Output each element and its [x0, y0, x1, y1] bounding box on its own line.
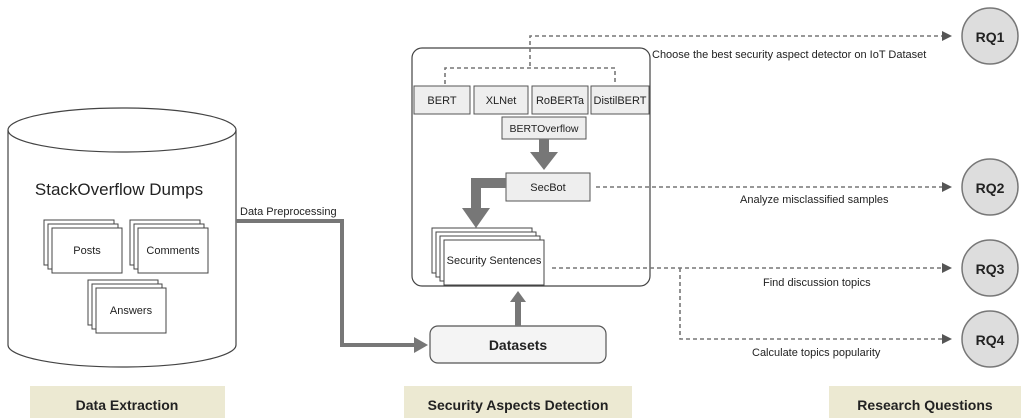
datasets-to-panel-arrow: [510, 291, 526, 326]
rq1-link: [529, 31, 952, 66]
db-title: StackOverflow Dumps: [35, 180, 203, 199]
svg-text:RQ3: RQ3: [976, 261, 1005, 277]
rq1-node: RQ1: [961, 7, 1019, 65]
svg-text:SecBot: SecBot: [530, 182, 565, 194]
svg-text:Datasets: Datasets: [489, 337, 548, 353]
secbot-to-sentences-arrow: [462, 178, 506, 228]
svg-text:RQ4: RQ4: [976, 332, 1005, 348]
preprocessing-arrow: [236, 219, 428, 353]
doc-posts: Posts: [43, 219, 123, 274]
security-sentences-stack: Security Sentences: [431, 227, 545, 286]
model-bertoverflow: BERTOverflow: [501, 116, 587, 140]
svg-text:Data Extraction: Data Extraction: [76, 397, 179, 413]
doc-posts-label: Posts: [73, 245, 101, 257]
doc-comments: Comments: [129, 219, 209, 274]
stage-research-questions: Research Questions: [829, 386, 1021, 418]
rq3-node: RQ3: [961, 239, 1019, 297]
rq2-node: RQ2: [961, 158, 1019, 216]
svg-text:BERTOverflow: BERTOverflow: [509, 123, 578, 135]
rq4-link: [679, 268, 952, 344]
svg-text:BERT: BERT: [427, 95, 456, 107]
rq4-node: RQ4: [961, 310, 1019, 368]
svg-text:Security Aspects Detection: Security Aspects Detection: [428, 397, 609, 413]
svg-text:RoBERTa: RoBERTa: [536, 95, 585, 107]
preprocessing-label: Data Preprocessing: [240, 206, 337, 218]
rq2-task: Analyze misclassified samples: [740, 194, 889, 206]
svg-text:RQ1: RQ1: [976, 29, 1005, 45]
datasets-box: Datasets: [429, 325, 607, 364]
doc-comments-label: Comments: [146, 245, 200, 257]
svg-text:XLNet: XLNet: [486, 95, 517, 107]
models-bracket: [444, 67, 616, 84]
svg-text:Research Questions: Research Questions: [857, 397, 993, 413]
stage-data-extraction: Data Extraction: [30, 386, 225, 418]
rq1-task: Choose the best security aspect detector…: [652, 49, 926, 61]
svg-text:RQ2: RQ2: [976, 180, 1005, 196]
rq3-task: Find discussion topics: [763, 277, 871, 289]
model-roberta: RoBERTa: [531, 85, 589, 115]
model-xlnet: XLNet: [473, 85, 529, 115]
svg-text:DistilBERT: DistilBERT: [594, 95, 647, 107]
model-bert: BERT: [413, 85, 471, 115]
models-to-secbot-arrow: [530, 139, 558, 170]
model-distilbert: DistilBERT: [590, 85, 650, 115]
security-sentences-label: Security Sentences: [447, 255, 542, 267]
rq4-task: Calculate topics popularity: [752, 347, 881, 359]
secbot-box: SecBot: [505, 172, 591, 202]
stage-security-aspects-detection: Security Aspects Detection: [404, 386, 632, 418]
doc-answers: Answers: [87, 279, 167, 334]
doc-answers-label: Answers: [110, 305, 153, 317]
